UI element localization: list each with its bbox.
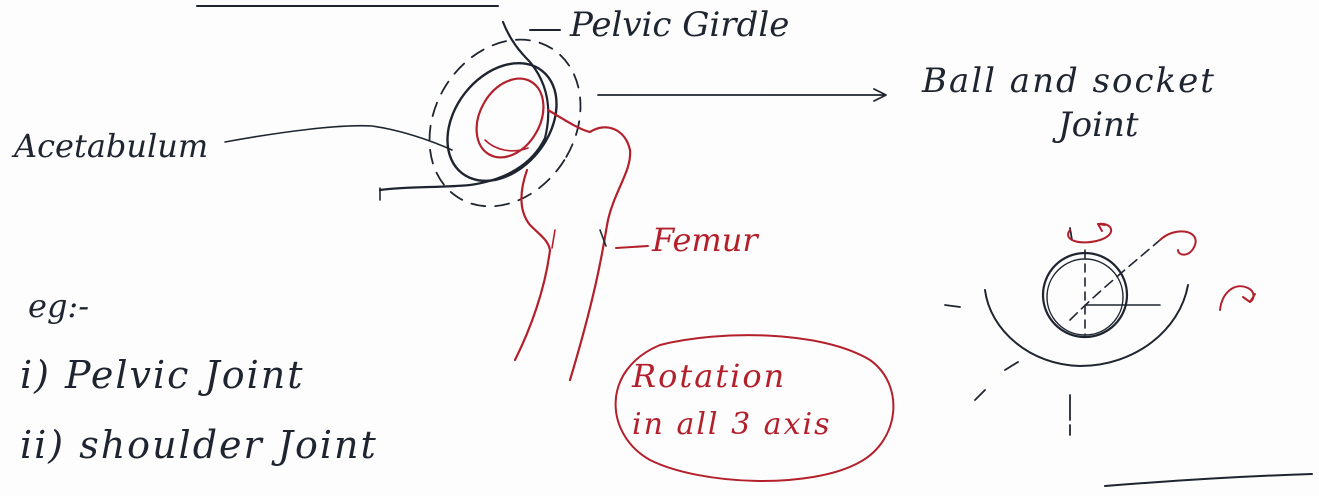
femoral-head-inner <box>484 139 529 152</box>
femur-neck-upper <box>546 108 632 382</box>
femur-neck-lower <box>513 168 552 362</box>
pelvic-girdle-curve <box>378 20 550 192</box>
pelvic-girdle-label: Pelvic Girdle <box>570 5 790 45</box>
rotation-bubble <box>614 334 895 482</box>
femoral-head <box>475 77 545 159</box>
socket-ring <box>446 61 558 183</box>
bottom-rule-line <box>1104 473 1313 487</box>
example-heading: eg:- <box>28 287 90 325</box>
ball-socket-label-line2: Joint <box>1058 105 1139 145</box>
acetabulum-label: Acetabulum <box>14 127 209 165</box>
ball-socket-label-line1: Ball and socket <box>922 61 1216 101</box>
acetabulum-leader <box>224 124 453 151</box>
rotation-label-line2: in all 3 axis <box>632 407 832 442</box>
ball-socket-schematic <box>944 222 1256 436</box>
femur-shaft-tick-2 <box>599 229 607 247</box>
rotation-label-line1: Rotation <box>632 357 787 395</box>
femur-shaft-tick <box>551 229 556 249</box>
example-shoulder-joint: ii) shoulder Joint <box>20 423 378 467</box>
femur-leader <box>615 245 649 249</box>
ball-socket-arrowhead <box>873 88 887 102</box>
joint-capsule-dashed <box>428 38 582 208</box>
example-pelvic-joint: i) Pelvic Joint <box>20 353 305 397</box>
femur-label: Femur <box>652 221 758 259</box>
